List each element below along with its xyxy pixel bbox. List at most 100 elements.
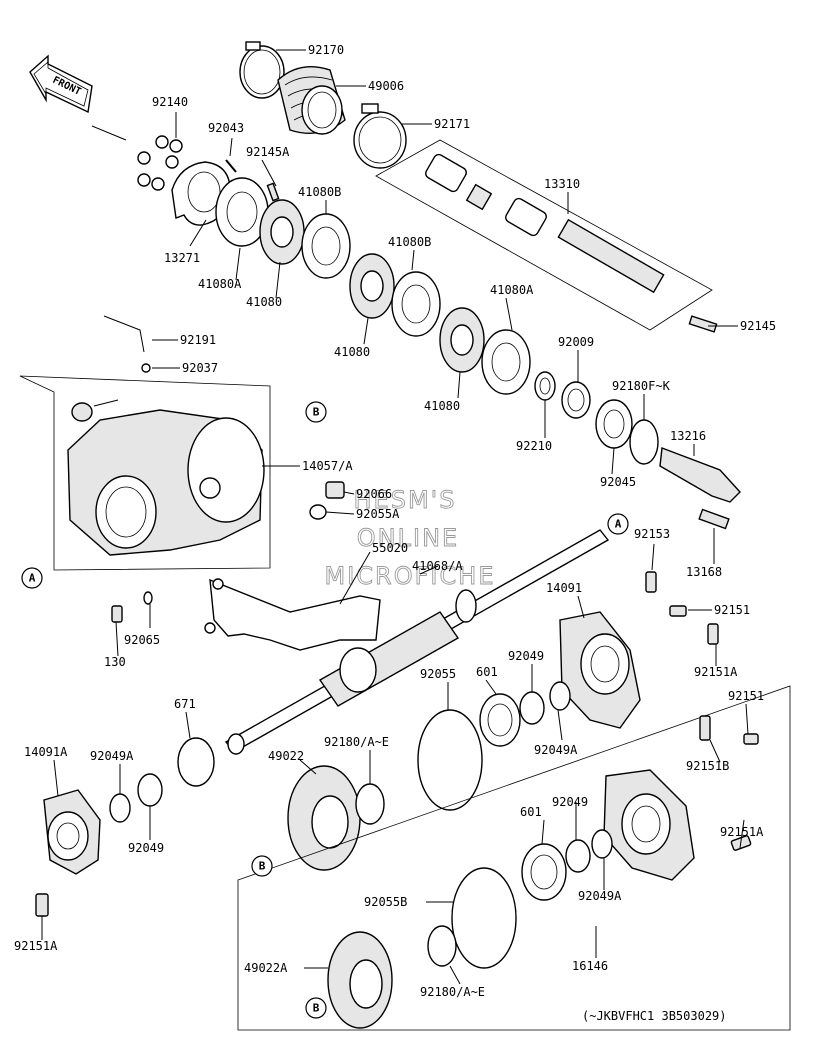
label-49006: 49006 — [368, 79, 404, 93]
bolt-92151A-2 — [35, 893, 49, 917]
plug-92066 — [325, 481, 345, 499]
label-601-1: 601 — [476, 665, 498, 679]
label-55020: 55020 — [372, 541, 408, 555]
balls-92140 — [137, 135, 183, 191]
label-92170: 92170 — [308, 43, 344, 57]
callout-B-3: B — [305, 997, 327, 1019]
breather-fitting — [71, 399, 119, 422]
seal-92049A-1 — [549, 681, 571, 711]
label-92066: 92066 — [356, 487, 392, 501]
clamp-92170 — [239, 41, 285, 99]
washer-92065 — [143, 591, 153, 605]
label-41080-2: 41080 — [334, 345, 370, 359]
friction-disc-41080-2 — [349, 253, 395, 319]
bolt-92145 — [688, 315, 718, 333]
label-14091: 14091 — [546, 581, 582, 595]
label-92180AE-2: 92180/A~E — [420, 985, 485, 999]
label-92049-3: 92049 — [128, 841, 164, 855]
callout-A-2-label: A — [615, 518, 622, 531]
label-92153: 92153 — [634, 527, 670, 541]
pin-92145A — [266, 182, 280, 202]
bolt-92151-1 — [669, 605, 687, 617]
label-13271: 13271 — [164, 251, 200, 265]
label-92151A-2: 92151A — [720, 825, 764, 839]
label-41080B-1: 41080B — [298, 185, 341, 199]
boot-49006 — [277, 66, 346, 135]
label-41080-1: 41080 — [246, 295, 282, 309]
label-92009: 92009 — [558, 335, 594, 349]
bolt-92151-2 — [743, 733, 759, 745]
watermark-line-3: MICROFICHE — [325, 562, 496, 590]
label-41080A-1: 41080A — [198, 277, 242, 291]
oring-92055A — [309, 504, 327, 520]
label-16146: 16146 — [572, 959, 608, 973]
callout-B-1-label: B — [313, 406, 320, 419]
label-13168: 13168 — [686, 565, 722, 579]
label-92055B: 92055B — [364, 895, 407, 909]
label-92055: 92055 — [420, 667, 456, 681]
label-92140: 92140 — [152, 95, 188, 109]
callout-B-2: B — [251, 855, 273, 877]
bolt-92151B — [699, 715, 711, 741]
shim-92180AE-2 — [427, 925, 457, 967]
label-14057A: 14057/A — [302, 459, 353, 473]
callout-A-1: A — [21, 567, 43, 589]
shim-92180FK — [629, 419, 659, 465]
seal-92049A-2 — [109, 793, 131, 823]
label-92049-2: 92049 — [552, 795, 588, 809]
leader-lines — [41, 49, 749, 985]
bolt-92151A-1 — [707, 623, 719, 645]
watermark: HESM'S ONLINE MICROFICHE — [324, 486, 496, 591]
label-92151A-1: 92151A — [694, 665, 738, 679]
bolt-130 — [111, 605, 123, 623]
label-92049A-2: 92049A — [90, 749, 134, 763]
callout-B-2-label: B — [259, 860, 266, 873]
friction-disc-41080-1 — [259, 199, 305, 265]
label-41080-3: 41080 — [424, 399, 460, 413]
label-92045: 92045 — [600, 475, 636, 489]
label-601-2: 601 — [520, 805, 542, 819]
front-arrow-icon: FRONT — [29, 54, 127, 141]
plate-41080B-2 — [391, 271, 441, 337]
label-92043: 92043 — [208, 121, 244, 135]
label-92037: 92037 — [182, 361, 218, 375]
callout-A-1-label: A — [29, 572, 36, 585]
plate-41080B-1 — [301, 213, 351, 279]
oring-671 — [177, 737, 215, 787]
oring-92055B — [451, 867, 517, 969]
pin-92043 — [225, 159, 237, 173]
plate-41080A-1 — [215, 177, 269, 247]
watermark-line-1: HESM'S — [354, 486, 457, 514]
watermark-line-2: ONLINE — [357, 524, 459, 552]
label-92151A-3: 92151A — [14, 939, 58, 953]
hub-14091 — [559, 611, 641, 729]
label-92151-2: 92151 — [728, 689, 764, 703]
label-92049A-3: 92049A — [578, 889, 622, 903]
shaft-41068A — [224, 529, 610, 755]
bearing-601-2 — [521, 843, 567, 901]
label-14091A: 14091A — [24, 745, 68, 759]
label-13216: 13216 — [670, 429, 706, 443]
bearing-92045 — [595, 399, 633, 449]
seal-92210 — [534, 371, 556, 401]
callout-B-1: B — [305, 401, 327, 423]
hub-14091-2 — [603, 769, 695, 881]
housing-14057A — [19, 375, 271, 571]
callout-A-2: A — [607, 513, 629, 535]
label-41080B-2: 41080B — [388, 235, 431, 249]
label-92210: 92210 — [516, 439, 552, 453]
oring-92055 — [417, 709, 483, 811]
label-92191: 92191 — [180, 333, 216, 347]
label-49022: 49022 — [268, 749, 304, 763]
friction-disc-41080-3 — [439, 307, 485, 373]
clamp-92171 — [353, 103, 407, 169]
label-92180AE-1: 92180/A~E — [324, 735, 389, 749]
oring-92037 — [141, 363, 151, 373]
label-92171: 92171 — [434, 117, 470, 131]
label-92180FK: 92180F~K — [612, 379, 671, 393]
footnote: (~JKBVFHC1 3B503029) — [582, 1009, 727, 1023]
seal-92049-3 — [137, 773, 163, 807]
variant-box — [237, 685, 791, 1031]
